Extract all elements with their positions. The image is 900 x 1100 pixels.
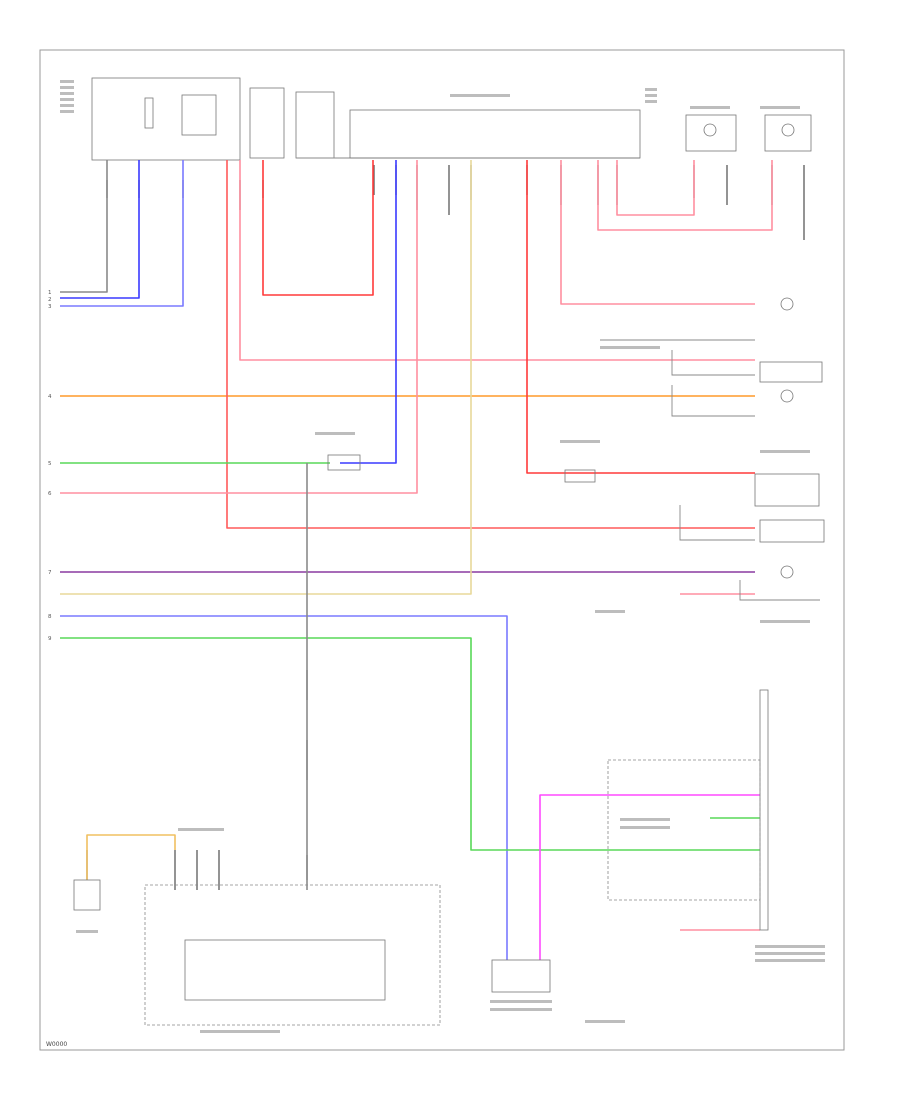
label-mark — [76, 930, 98, 933]
top-components — [91, 77, 812, 161]
label-mark — [60, 80, 74, 83]
wire-magenta — [539, 794, 760, 960]
bottom-left-module — [73, 879, 551, 1026]
wire-red-right — [526, 160, 755, 474]
power-supply-box — [184, 939, 386, 1001]
label-mark — [450, 94, 510, 97]
label-mark — [645, 100, 657, 103]
integration-relay-box — [349, 109, 641, 159]
wire-blue-sensor — [340, 160, 397, 464]
headlight-box-left-top — [764, 114, 812, 152]
diagram-frame — [39, 49, 845, 1051]
left-marker-9: 9 — [48, 636, 52, 642]
label-marks — [60, 80, 825, 1033]
label-mark — [585, 1020, 625, 1023]
lamp-box-3 — [759, 519, 825, 543]
sensor-circle-top-right — [703, 123, 717, 137]
label-mark — [760, 106, 800, 109]
fuse-block-center-2 — [249, 87, 285, 159]
lamp-box-1 — [759, 361, 823, 383]
wire-pink-2 — [60, 160, 418, 494]
label-mark — [645, 88, 657, 91]
left-marker-8: 8 — [48, 614, 52, 620]
leveling-sensor — [327, 454, 596, 483]
headlight-box-right-top — [685, 114, 737, 152]
sensor-box-2 — [564, 469, 596, 483]
fuse-block-inner-2 — [144, 97, 154, 129]
label-mark — [178, 828, 224, 831]
left-marker-7: 7 — [48, 570, 52, 576]
left-marker-3: 3 — [48, 304, 52, 310]
label-mark — [200, 1030, 280, 1033]
label-mark — [600, 346, 660, 349]
label-mark — [595, 610, 625, 613]
label-mark — [755, 959, 825, 962]
connector-line — [739, 580, 820, 601]
fuse-small — [73, 879, 101, 911]
label-mark — [490, 1000, 552, 1003]
wire-yellow-orange — [86, 834, 176, 880]
lamp-circle-3 — [780, 565, 794, 579]
left-marker-1: 1 — [48, 290, 52, 296]
label-mark — [560, 440, 600, 443]
label-mark — [760, 450, 810, 453]
fuse-block-center — [295, 91, 335, 159]
label-mark — [620, 818, 670, 821]
wire-red-loop — [262, 160, 374, 296]
fuse-block-inner-1 — [181, 94, 217, 136]
left-marker-4: 4 — [48, 394, 52, 400]
wire-lightblue-1 — [60, 160, 184, 307]
label-mark — [690, 106, 730, 109]
wire-pink-hl-2 — [597, 160, 773, 231]
sensor-box — [327, 454, 361, 471]
label-mark — [490, 1008, 552, 1011]
wire-red-long — [226, 160, 755, 529]
left-marker-6: 6 — [48, 491, 52, 497]
right-connectors — [600, 339, 820, 601]
label-mark — [760, 620, 810, 623]
lamp-circle-1 — [780, 297, 794, 311]
label-mark — [620, 826, 670, 829]
wire-pink-top — [239, 160, 755, 361]
wire-tan — [60, 160, 472, 595]
ecu-box — [759, 689, 769, 931]
label-mark — [645, 94, 657, 97]
ecu-module — [607, 689, 769, 931]
left-markers: 1 2 3 4 5 6 7 8 9 — [48, 290, 52, 642]
label-mark — [60, 92, 74, 95]
fuse-block-left — [91, 77, 241, 161]
right-components — [703, 123, 825, 579]
lamp-box-2 — [754, 473, 820, 507]
wire-lightblue-2 — [60, 615, 508, 960]
label-mark — [60, 98, 74, 101]
label-mark — [315, 432, 355, 435]
wire-gray-1 — [60, 160, 108, 293]
label-mark — [60, 104, 74, 107]
label-mark — [755, 945, 825, 948]
left-marker-2: 2 — [48, 297, 52, 303]
left-marker-5: 5 — [48, 461, 52, 467]
footer-code: W0000 — [46, 1041, 67, 1048]
junction-block-dashed — [144, 884, 441, 1026]
connector-line — [671, 385, 755, 417]
wire-green-2 — [60, 637, 760, 851]
label-mark — [60, 86, 74, 89]
connector-line — [679, 505, 755, 541]
sensor-circle-top-right-2 — [781, 123, 795, 137]
wires — [60, 160, 773, 960]
ecu-dashed-area — [607, 759, 761, 901]
label-mark — [755, 952, 825, 955]
actuator-box — [491, 959, 551, 993]
connector-line — [671, 350, 755, 376]
lamp-circle-2 — [780, 389, 794, 403]
wire-blue-1 — [60, 160, 140, 299]
wire-pink-hl-1 — [616, 160, 695, 216]
wire-pink-right — [560, 160, 755, 305]
label-mark — [60, 110, 74, 113]
